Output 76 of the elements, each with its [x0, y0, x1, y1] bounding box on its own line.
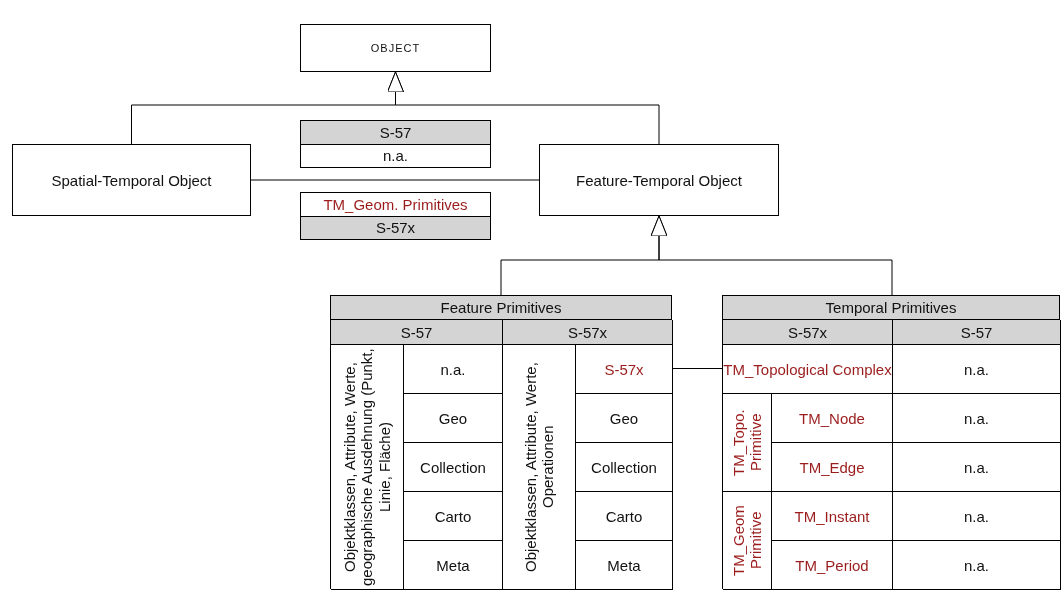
table-cell — [331, 345, 404, 590]
cell-text: S-57 — [960, 323, 993, 341]
cell-text: n.a. — [964, 360, 989, 378]
table-cell — [576, 443, 673, 492]
table-cell — [404, 345, 503, 394]
cell-text: Meta — [436, 556, 470, 574]
cell-text: TM_Node — [799, 409, 865, 427]
table-cell — [723, 492, 772, 590]
class-box — [300, 120, 491, 168]
table-cell — [576, 394, 673, 443]
compartment-text: TM_Geom. Primitives — [322, 194, 469, 215]
cell-text: n.a. — [440, 360, 466, 378]
table-cell — [576, 345, 673, 394]
cell-text: Geo — [438, 409, 468, 427]
table — [330, 295, 672, 589]
table-cell — [893, 394, 1061, 443]
class-name: Spatial-Temporal Object — [51, 171, 212, 189]
compartment-text: S-57 — [301, 121, 490, 144]
cell-text: S-57x — [567, 323, 608, 341]
cell-text: TM_Instant — [794, 507, 870, 525]
table-cell — [723, 394, 772, 492]
table-cell — [404, 492, 503, 541]
generalization-arrow — [650, 215, 893, 296]
table-cell — [893, 492, 1061, 541]
table-cell — [331, 320, 503, 345]
table-cell — [404, 394, 503, 443]
cell-text: n.a. — [964, 507, 989, 525]
cell-text: TM_Geom Primitive — [729, 504, 765, 578]
cell-text: Collection — [591, 458, 657, 476]
cell-text: Objektklassen, Attribute, Werte, Operationen — [521, 361, 557, 574]
table-title: Temporal Primitives — [723, 296, 1060, 320]
table-cell — [404, 541, 503, 590]
class-box — [12, 144, 251, 216]
compartment-text: S-57x — [301, 215, 490, 239]
table-cell — [893, 320, 1061, 345]
cell-text: n.a. — [964, 556, 989, 574]
cell-text: Collection — [420, 458, 486, 476]
compartment-text: n.a. — [301, 143, 490, 167]
table-cell — [503, 345, 576, 590]
class-box — [300, 192, 491, 240]
table-cell — [404, 443, 503, 492]
table-cell — [893, 541, 1061, 590]
table-cell — [772, 394, 893, 443]
association-line — [671, 368, 723, 369]
table-title: Feature Primitives — [331, 296, 672, 320]
cell-text: S-57 — [400, 323, 433, 341]
table-cell — [576, 492, 673, 541]
table-cell — [503, 320, 673, 345]
table-cell — [723, 320, 893, 345]
cell-text: TM_Period — [795, 556, 869, 574]
cell-text: n.a. — [964, 409, 989, 427]
class-box — [300, 24, 491, 72]
table-cell — [576, 541, 673, 590]
class-name: Feature-Temporal Object — [576, 171, 742, 189]
table-cell — [772, 492, 893, 541]
cell-text: Geo — [609, 409, 639, 427]
cell-text: Objektklassen, Attribute, Werte, geographische Ausdehnung (Punkt, Linie, Fläche) — [341, 347, 393, 588]
cell-text: TM_Topological Complex — [723, 360, 892, 378]
cell-text: n.a. — [964, 458, 989, 476]
cell-text: S-57x — [787, 323, 828, 341]
table-cell — [893, 345, 1061, 394]
table — [722, 295, 1060, 589]
table-cell — [772, 443, 893, 492]
cell-text: S-57x — [604, 360, 644, 378]
cell-text: TM_Topo. Primitive — [729, 408, 765, 478]
association-line — [250, 179, 540, 181]
table-cell — [772, 541, 893, 590]
table-cell — [723, 345, 893, 394]
cell-text: TM_Edge — [799, 458, 865, 476]
cell-text: Carto — [605, 507, 643, 525]
class-name: OBJECT — [370, 42, 421, 54]
cell-text: Carto — [434, 507, 472, 525]
generalization-arrow — [387, 71, 660, 145]
class-box — [539, 144, 779, 216]
table-cell — [893, 443, 1061, 492]
cell-text: Meta — [607, 556, 641, 574]
